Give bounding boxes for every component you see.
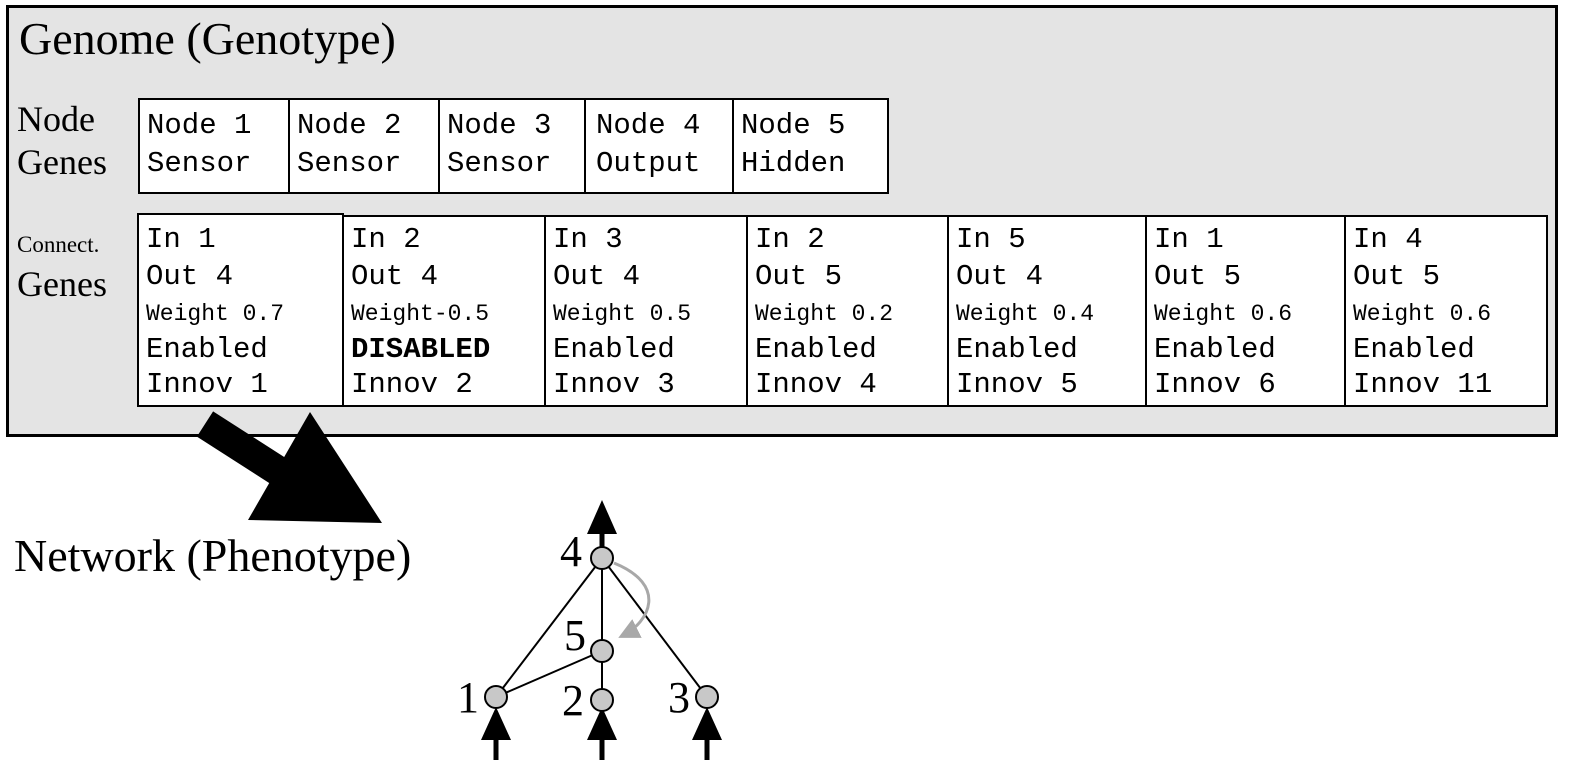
node-gene-type: Sensor xyxy=(297,147,402,180)
connection-gene-innov: Innov 6 xyxy=(1154,368,1276,401)
node-gene-type: Output xyxy=(596,147,701,180)
connection-gene-in: In 2 xyxy=(351,223,421,256)
connection-gene-in: In 4 xyxy=(1353,223,1423,256)
connection-gene-in: In 3 xyxy=(553,223,623,256)
node-genes-label-line1: Node xyxy=(17,99,95,139)
mapping-arrow-head xyxy=(248,412,382,523)
network-node-5 xyxy=(590,639,614,663)
node-gene-id: Node 1 xyxy=(147,109,252,142)
input-arrow-3-head xyxy=(692,707,722,740)
network-node-1 xyxy=(484,685,508,709)
node-gene-id: Node 4 xyxy=(596,109,701,142)
genome-title: Genome (Genotype) xyxy=(19,13,396,64)
connection-gene-status: Enabled xyxy=(755,333,877,366)
connection-gene-status: Enabled xyxy=(553,333,675,366)
network-node-3-label: 3 xyxy=(668,673,690,722)
connection-gene-status: Enabled xyxy=(956,333,1078,366)
connection-gene-weight: Weight 0.7 xyxy=(146,301,285,327)
network-title: Network (Phenotype) xyxy=(14,530,412,581)
connection-gene-out: Out 4 xyxy=(553,260,641,293)
connection-gene-out: Out 4 xyxy=(351,260,439,293)
network-node-4-label: 4 xyxy=(560,527,582,576)
connection-gene-status: Enabled xyxy=(146,333,268,366)
connection-gene: In 5 Out 4 Weight 0.4 Enabled Innov 5 xyxy=(947,215,1147,407)
connection-gene-weight: Weight 0.4 xyxy=(956,301,1095,327)
network-node-5-label: 5 xyxy=(564,611,586,660)
connection-gene: In 3 Out 4 Weight 0.5 Enabled Innov 3 xyxy=(544,215,748,407)
input-arrow-1-head xyxy=(481,707,511,740)
network-node-1-label: 1 xyxy=(457,673,479,722)
node-gene-id: Node 2 xyxy=(297,109,402,142)
connection-gene-out: Out 5 xyxy=(1353,260,1441,293)
input-arrow-2-head xyxy=(587,707,617,740)
connection-gene: In 1 Out 5 Weight 0.6 Enabled Innov 6 xyxy=(1145,215,1346,407)
connection-gene-in: In 5 xyxy=(956,223,1026,256)
edge-3-to-4 xyxy=(601,557,708,698)
connection-gene-out: Out 5 xyxy=(1154,260,1242,293)
connection-gene-weight: Weight-0.5 xyxy=(351,301,490,327)
connection-gene-innov: Innov 1 xyxy=(146,368,268,401)
connection-gene-innov: Innov 4 xyxy=(755,368,877,401)
connection-gene-status: Enabled xyxy=(1154,333,1276,366)
connection-gene-weight: Weight 0.6 xyxy=(1154,301,1293,327)
node-gene-id: Node 5 xyxy=(741,109,846,142)
network-node-4 xyxy=(590,546,614,570)
node-gene: Node 5 Hidden xyxy=(732,98,889,194)
connection-gene-innov: Innov 11 xyxy=(1353,368,1493,401)
node-gene: Node 2 Sensor xyxy=(288,98,440,194)
connection-gene-out: Out 4 xyxy=(146,260,234,293)
node-gene-id: Node 3 xyxy=(447,109,552,142)
node-gene-type: Sensor xyxy=(447,147,552,180)
edge-1-to-4 xyxy=(495,557,603,698)
connection-gene-innov: Innov 3 xyxy=(553,368,675,401)
connection-gene-innov: Innov 5 xyxy=(956,368,1078,401)
connection-gene-weight: Weight 0.5 xyxy=(553,301,692,327)
edge-1-to-5 xyxy=(495,650,603,698)
network-node-3 xyxy=(695,685,719,709)
connection-gene: In 4 Out 5 Weight 0.6 Enabled Innov 11 xyxy=(1344,215,1548,407)
connection-gene-weight: Weight 0.2 xyxy=(755,301,894,327)
connection-gene-out: Out 5 xyxy=(755,260,843,293)
connection-gene-status: Enabled xyxy=(1353,333,1475,366)
connection-gene: In 2 Out 4 Weight-0.5 DISABLED Innov 2 xyxy=(342,215,546,407)
connection-gene-out: Out 4 xyxy=(956,260,1044,293)
connection-gene-weight: Weight 0.6 xyxy=(1353,301,1492,327)
node-genes-label-line2: Genes xyxy=(17,142,107,182)
node-gene-type: Sensor xyxy=(147,147,252,180)
output-arrow-head xyxy=(587,500,617,534)
connection-gene-innov: Innov 2 xyxy=(351,368,473,401)
node-gene: Node 4 Output xyxy=(584,98,734,194)
network-node-2-label: 2 xyxy=(562,676,584,725)
network-node-2 xyxy=(590,688,614,712)
connection-genes-label-line2: Genes xyxy=(17,264,107,304)
connection-gene-in: In 1 xyxy=(146,223,216,256)
connection-gene-in: In 1 xyxy=(1154,223,1224,256)
connection-gene-status: DISABLED xyxy=(351,333,491,366)
node-gene: Node 3 Sensor xyxy=(438,98,586,194)
edge-4-to-5-recurrent xyxy=(613,561,651,638)
node-gene-type: Hidden xyxy=(741,147,846,180)
connection-genes-label-line1: Connect. xyxy=(17,232,100,257)
connection-gene-in: In 2 xyxy=(755,223,825,256)
